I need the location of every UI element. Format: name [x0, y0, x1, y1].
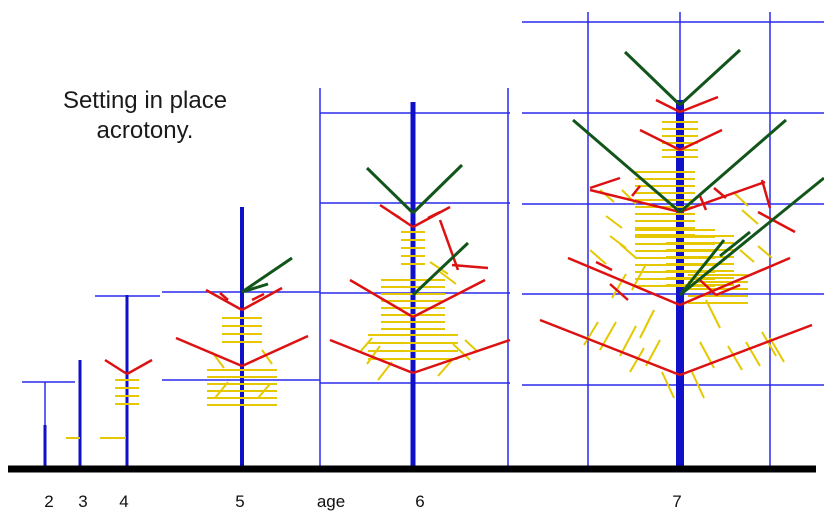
leaf-shoot: [611, 273, 627, 299]
leaf-shoot: [639, 309, 655, 339]
leaf-shoot: [619, 325, 637, 357]
leaf-shoot: [429, 261, 449, 275]
caption-line-2: acrotony.: [96, 117, 194, 144]
branch-red: [631, 185, 641, 197]
branch-red: [679, 128, 723, 152]
leaf-shoot: [452, 343, 471, 361]
branch-red: [698, 195, 708, 211]
leaf-shoot: [661, 371, 675, 399]
branch-green: [678, 239, 726, 296]
branch-green: [365, 166, 415, 215]
caption-line-1: Setting in place: [62, 87, 228, 114]
leaf-shoot: [605, 215, 623, 229]
branch-green: [572, 118, 681, 214]
branch-red: [757, 210, 796, 234]
branch-red: [126, 358, 153, 376]
age-label-5: 5: [235, 492, 245, 511]
branch-green: [678, 48, 742, 107]
leaf-shoot: [757, 245, 773, 259]
branch-red: [715, 283, 741, 297]
age-label-2: 2: [44, 492, 54, 511]
leaf-shoot: [439, 271, 457, 285]
leaf-shoot: [464, 339, 479, 353]
branch-red: [349, 278, 414, 319]
age-label-6: 6: [415, 492, 425, 511]
branch-green: [241, 282, 269, 294]
branch-red: [451, 263, 489, 270]
leaf-shoot: [583, 321, 599, 346]
leaf-shoot: [359, 337, 373, 353]
branch-red: [595, 260, 613, 272]
branch-red: [438, 219, 460, 271]
branch-red: [241, 286, 283, 312]
branch-red: [589, 188, 681, 214]
branch-red: [679, 95, 719, 114]
leaf-shoot: [437, 359, 453, 377]
leaf-shoot: [366, 345, 381, 365]
leaf-shoot: [589, 249, 607, 265]
branch-green: [679, 118, 787, 214]
leaf-shoot: [214, 381, 229, 399]
leaf-shoot: [261, 349, 273, 365]
branch-red: [609, 283, 629, 301]
age-label-7: 7: [672, 492, 682, 511]
branch-green: [679, 176, 824, 297]
age-word-label: age: [316, 492, 346, 511]
branch-red: [205, 288, 243, 312]
branch-red: [427, 210, 441, 220]
leaf-shoot: [761, 331, 777, 357]
branch-red: [412, 338, 511, 375]
branch-red: [391, 211, 401, 220]
branch-red: [699, 279, 717, 296]
branch-red: [713, 187, 727, 199]
leaf-shoot: [732, 191, 749, 207]
branch-red: [589, 176, 621, 190]
branch-red: [539, 318, 681, 377]
age-label-3: 3: [78, 492, 88, 511]
age-label-4: 4: [119, 492, 129, 511]
branch-red: [251, 292, 265, 302]
branch-red: [679, 323, 813, 377]
branch-red: [219, 292, 229, 301]
leaf-shoot: [705, 299, 721, 329]
branch-green: [411, 241, 470, 297]
leaf-shoot: [629, 347, 645, 373]
branch-green: [623, 50, 682, 107]
branch-green: [719, 230, 751, 258]
branch-red: [329, 338, 414, 375]
leaf-shoot: [691, 371, 705, 399]
branch-red: [679, 256, 791, 307]
branch-red: [639, 128, 681, 152]
leaf-shoot: [745, 341, 761, 367]
leaf-shoot: [741, 209, 759, 225]
leaf-shoot: [739, 249, 755, 263]
branch-red: [412, 278, 486, 319]
branch-green: [411, 163, 464, 215]
branch-green: [241, 256, 293, 294]
branch-red: [567, 256, 681, 307]
leaf-shoot: [257, 383, 271, 399]
leaf-shoot: [727, 345, 743, 371]
diagram-caption: Setting in place acrotony.: [20, 86, 270, 146]
branch-red: [679, 180, 766, 214]
branch-red: [760, 179, 772, 209]
leaf-shoot: [609, 235, 627, 249]
branch-red: [241, 334, 309, 368]
branch-red: [175, 336, 243, 368]
branch-red: [655, 98, 681, 114]
leaf-shoot: [769, 337, 785, 363]
branch-red: [104, 358, 128, 376]
